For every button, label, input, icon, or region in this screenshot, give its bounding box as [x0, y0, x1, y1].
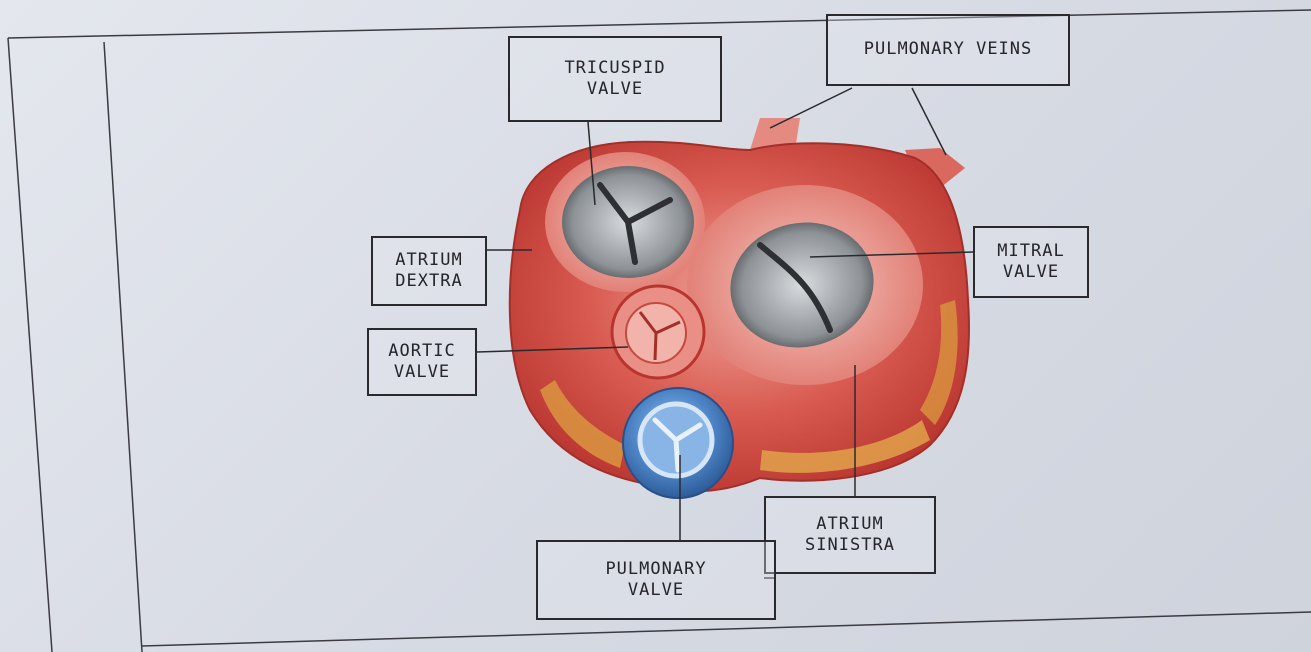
label-pulmonary-valve-text: PULMONARY VALVE [605, 559, 706, 602]
leader-pulmonary-veins-right [912, 88, 946, 155]
label-atrium-dextra-text: ATRIUM DEXTRA [395, 250, 462, 293]
top-rule-line [8, 10, 1311, 38]
label-mitral-valve-text: MITRAL VALVE [997, 241, 1064, 284]
margin-line-inner [104, 42, 142, 652]
label-tricuspid-valve-text: TRICUSPID VALVE [564, 58, 665, 101]
label-pulmonary-valve: PULMONARY VALVE [536, 540, 776, 620]
label-mitral-valve: MITRAL VALVE [973, 226, 1089, 298]
label-aortic-valve: AORTIC VALVE [367, 328, 477, 396]
label-pulmonary-veins-text: PULMONARY VEINS [864, 39, 1033, 60]
margin-line-outer [8, 38, 52, 652]
label-atrium-sinistra-text: ATRIUM SINISTRA [805, 514, 895, 557]
label-pulmonary-veins: PULMONARY VEINS [826, 14, 1070, 86]
label-atrium-sinistra: ATRIUM SINISTRA [764, 496, 936, 574]
label-aortic-valve-text: AORTIC VALVE [388, 341, 455, 384]
leader-pulmonary-veins-left [770, 88, 852, 128]
label-tricuspid-valve: TRICUSPID VALVE [508, 36, 722, 122]
label-atrium-dextra: ATRIUM DEXTRA [371, 236, 487, 306]
